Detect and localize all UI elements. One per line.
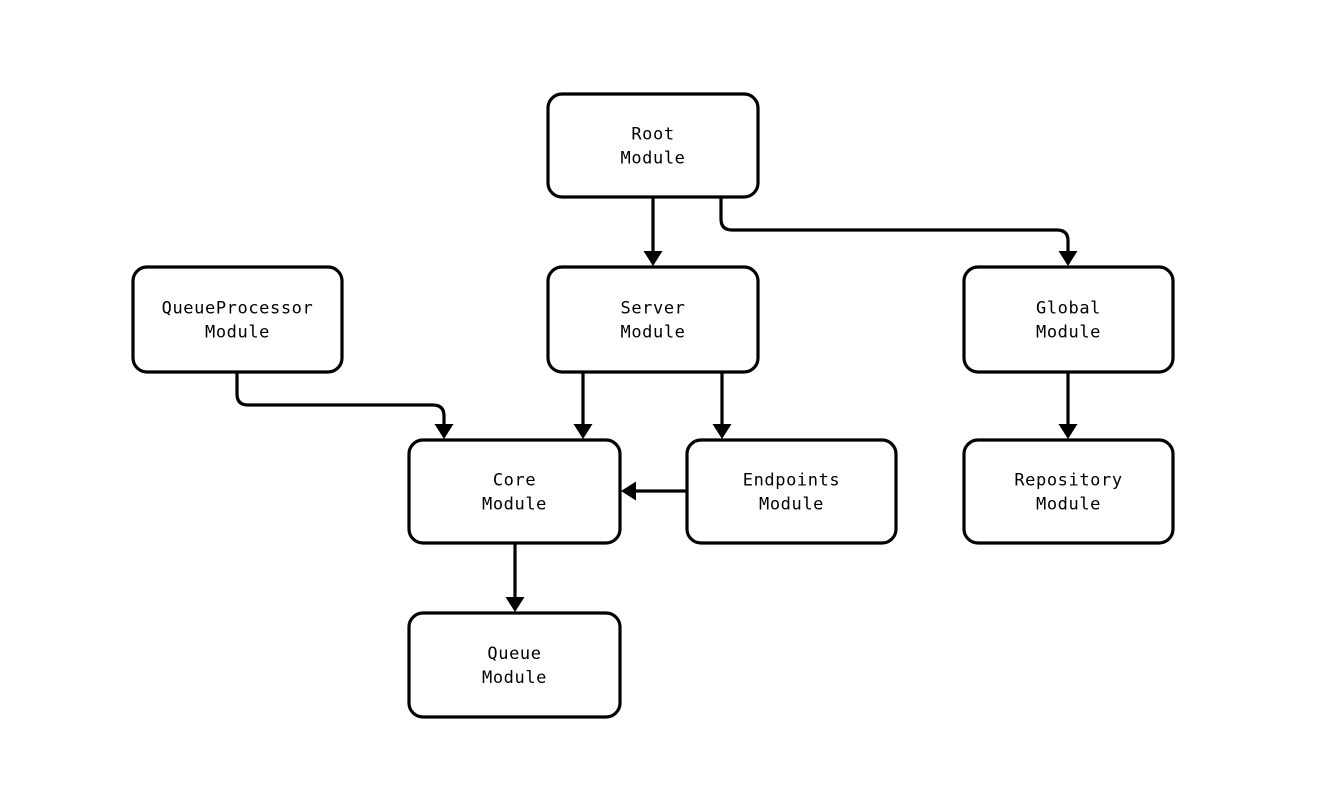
node-label-line2: Module [620,149,685,169]
node-label-line1: Root [631,125,674,145]
node-box[interactable] [962,265,1175,374]
edge-server-to-core [573,372,593,439]
node-label-line2: Module [1036,323,1101,343]
node-label-line2: Module [482,668,547,688]
node-label-line2: Module [482,495,547,515]
node-box[interactable] [546,92,760,199]
edge-global-to-repository [1058,372,1078,439]
node-box[interactable] [131,265,344,374]
node-box[interactable] [546,265,760,374]
node-label-line1: Global [1036,299,1101,319]
node-label-line1: Server [620,299,685,319]
node-box[interactable] [407,611,622,719]
node-label-line1: Queue [487,644,541,664]
edge-root-to-global [719,197,1078,266]
edge-core-to-queue [505,543,525,612]
edge-line [719,197,1070,252]
arrow-head-icon [621,481,636,501]
arrow-head-icon [643,251,663,266]
node-label-line2: Module [205,323,270,343]
edge-server-to-endpoints [712,372,732,439]
edges-layer [235,197,1078,612]
node-box[interactable] [407,438,622,545]
node-box[interactable] [962,438,1175,545]
node-label-line1: QueueProcessor [162,299,314,319]
arrow-head-icon [712,424,732,439]
arrow-head-icon [1058,424,1078,439]
node-box[interactable] [685,438,898,545]
edge-root-to-server [643,197,663,266]
arrow-head-icon [573,424,593,439]
node-label-line2: Module [620,323,685,343]
node-label-line1: Core [493,471,536,491]
nodes-layer: RootModuleQueueProcessorModuleServerModu… [131,92,1175,719]
arrow-head-icon [505,597,525,612]
arrow-head-icon [434,424,454,439]
node-label-line2: Module [759,495,824,515]
node-label-line1: Repository [1014,471,1122,491]
node-label-line2: Module [1036,495,1101,515]
node-label-line1: Endpoints [743,471,841,491]
edge-queueprocessor-to-core [235,372,454,439]
edge-endpoints-to-core [621,481,687,501]
arrow-head-icon [1058,251,1078,266]
edge-line [235,372,446,425]
